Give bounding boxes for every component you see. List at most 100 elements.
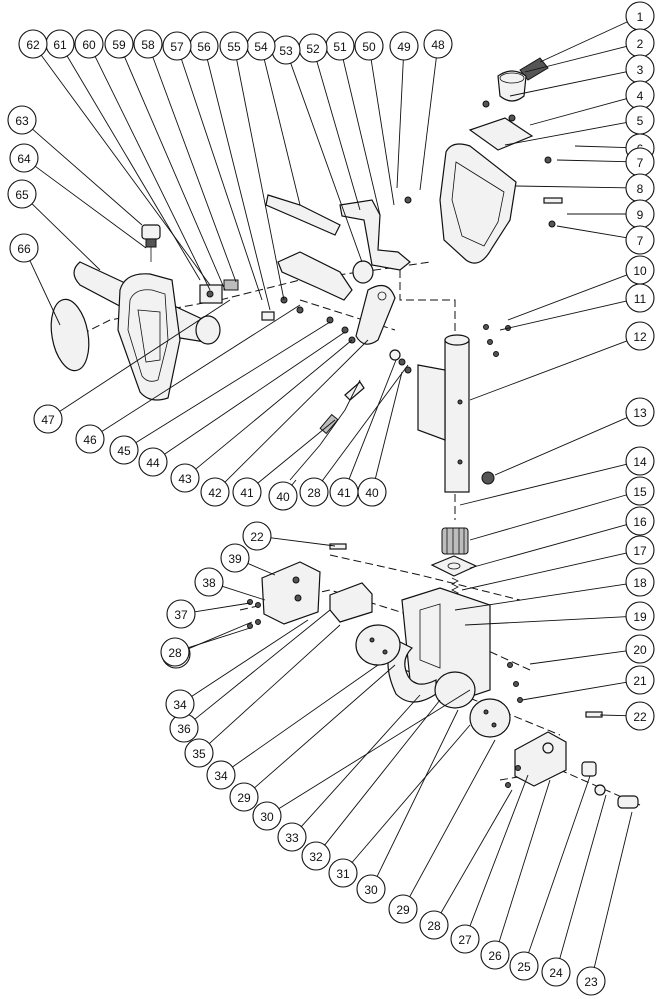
callout-11: 11 <box>625 283 655 313</box>
leader-line-30 <box>278 689 471 809</box>
handle-cover-part-66 <box>50 298 90 372</box>
callout-number: 18 <box>633 576 647 590</box>
callout-circle <box>625 601 655 631</box>
leader-line-38 <box>222 585 266 601</box>
callout-number: 61 <box>53 38 67 52</box>
callout-number: 34 <box>214 769 228 783</box>
leader-line-41 <box>348 359 397 480</box>
callout-number: 53 <box>279 44 293 58</box>
leader-line-33 <box>301 694 421 827</box>
callout-7: 7 <box>625 225 655 255</box>
callout-circle <box>9 143 39 173</box>
callout-circle <box>329 477 359 507</box>
leader-line-49 <box>396 59 404 189</box>
callout-number: 27 <box>458 933 472 947</box>
callout-circle <box>220 543 250 573</box>
leader-line-1 <box>539 21 628 63</box>
callout-number: 11 <box>634 292 647 306</box>
callout-circle <box>232 477 262 507</box>
callout-labels: 1234567897101112131415161718192021222324… <box>7 1 655 996</box>
callout-40: 40 <box>268 481 298 511</box>
callout-16: 16 <box>625 506 655 536</box>
leader-line-55 <box>236 59 285 301</box>
callout-21: 21 <box>625 665 655 695</box>
callout-36: 36 <box>169 713 199 743</box>
callout-circle <box>301 841 331 871</box>
bolts-lower <box>247 543 639 809</box>
switch-block-part-61 <box>199 279 239 304</box>
leader-line-51 <box>342 59 381 216</box>
callout-circle <box>160 637 190 667</box>
callout-circle <box>419 910 449 940</box>
callout-number: 35 <box>192 747 206 761</box>
leader-line-27 <box>469 774 529 927</box>
callout-40: 40 <box>357 477 387 507</box>
callout-52: 52 <box>298 33 328 63</box>
callout-number: 4 <box>637 89 644 103</box>
callout-number: 5 <box>637 114 644 128</box>
knob-part-2 <box>497 70 527 102</box>
callout-number: 29 <box>396 903 410 917</box>
callout-number: 24 <box>549 966 563 980</box>
leader-line-43 <box>195 339 353 470</box>
callout-circle <box>625 225 655 255</box>
callout-number: 63 <box>15 114 29 128</box>
callout-circle <box>166 599 196 629</box>
callout-number: 9 <box>637 208 644 222</box>
callout-circle <box>268 481 298 511</box>
callout-7: 7 <box>625 147 655 177</box>
callout-circle <box>299 477 329 507</box>
callout-number: 40 <box>365 486 379 500</box>
callout-48: 48 <box>423 29 453 59</box>
callout-28: 28 <box>160 637 190 667</box>
callout-number: 55 <box>227 40 241 54</box>
callout-number: 57 <box>170 40 184 54</box>
callout-42: 42 <box>200 477 230 507</box>
callout-57: 57 <box>162 31 192 61</box>
callout-28: 28 <box>299 477 329 507</box>
clamp-disc-part-29-left <box>355 624 401 666</box>
callout-number: 60 <box>82 38 96 52</box>
bolts-shaft <box>483 324 511 357</box>
leader-line-66 <box>29 260 61 326</box>
callout-circle <box>541 957 571 987</box>
leader-line-18 <box>454 583 627 611</box>
callout-circle <box>277 822 307 852</box>
callout-number: 50 <box>362 40 376 54</box>
callout-9: 9 <box>625 199 655 229</box>
leader-line-26 <box>498 779 551 942</box>
callout-number: 14 <box>633 455 647 469</box>
handle-housing-part <box>117 273 181 401</box>
callout-circle <box>625 665 655 695</box>
leader-line-44 <box>164 331 346 455</box>
callout-27: 27 <box>450 924 480 954</box>
callout-number: 7 <box>637 234 644 248</box>
callout-circle <box>104 29 134 59</box>
callout-number: 66 <box>17 242 31 256</box>
callout-number: 32 <box>309 850 323 864</box>
callout-circle <box>509 951 539 981</box>
collar-plate-part-16 <box>430 555 478 577</box>
callout-number: 26 <box>488 949 502 963</box>
callout-number: 20 <box>633 643 647 657</box>
callout-circle <box>170 463 200 493</box>
callout-66: 66 <box>9 233 39 263</box>
callout-26: 26 <box>480 940 510 970</box>
callout-23: 23 <box>576 966 606 996</box>
small-washers <box>326 316 412 374</box>
leader-line-36 <box>194 609 331 720</box>
callout-2: 2 <box>625 28 655 58</box>
leader-line-6 <box>574 145 627 149</box>
callout-circle <box>625 283 655 313</box>
callout-circle <box>625 567 655 597</box>
callout-circle <box>388 894 418 924</box>
callout-circle <box>625 321 655 351</box>
roller-part-53 <box>352 260 374 284</box>
callout-number: 17 <box>633 544 647 558</box>
callout-number: 1 <box>637 10 644 24</box>
callout-circle <box>423 29 453 59</box>
callout-number: 28 <box>307 486 321 500</box>
callout-41: 41 <box>329 477 359 507</box>
plate-part-4 <box>468 117 534 151</box>
